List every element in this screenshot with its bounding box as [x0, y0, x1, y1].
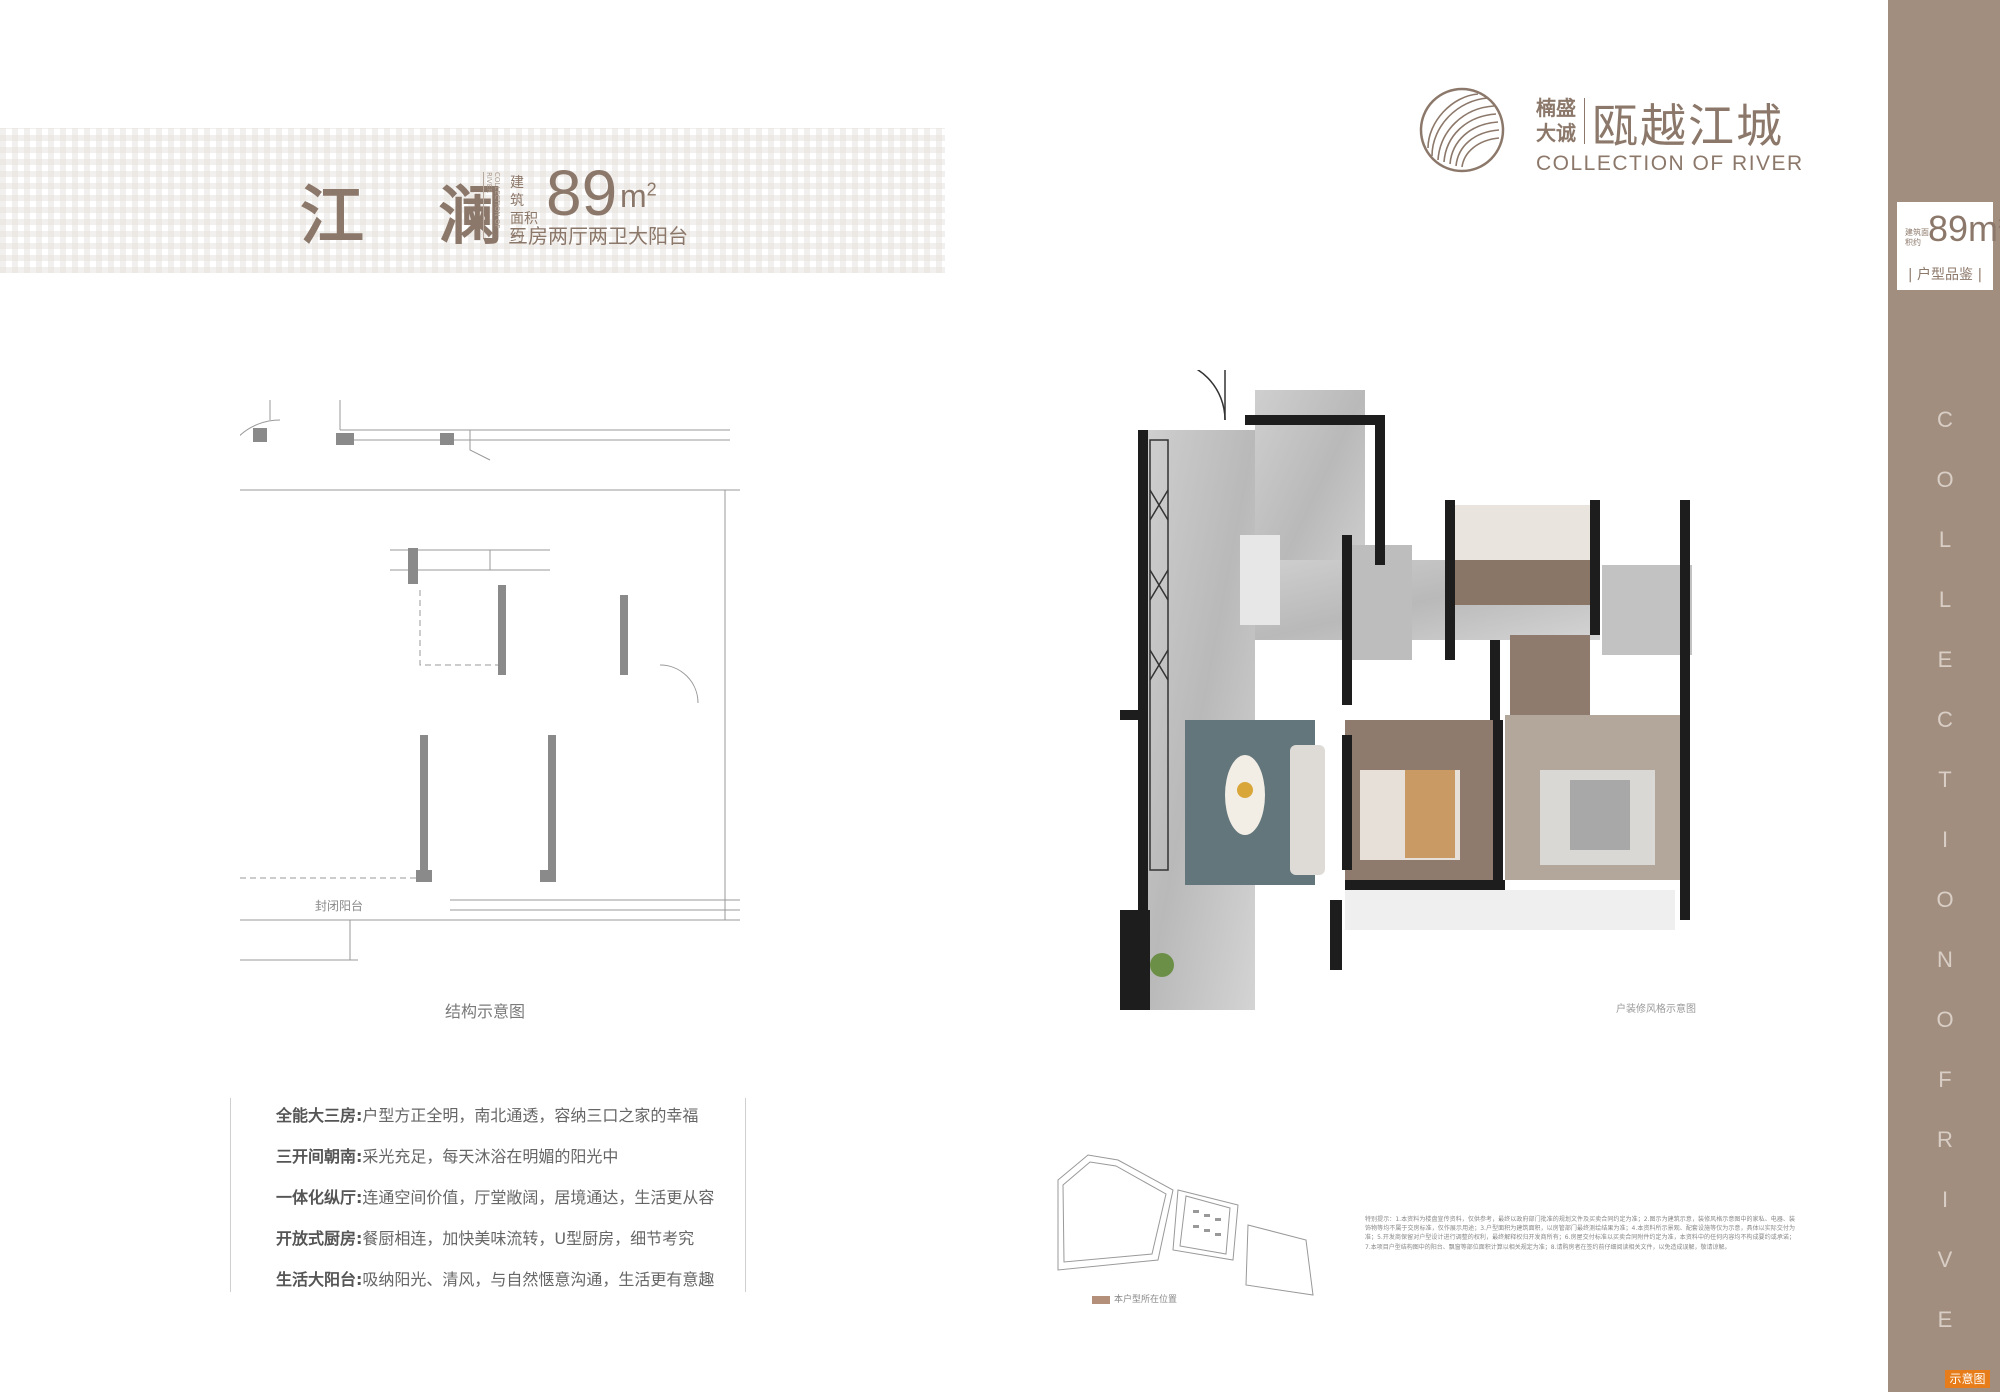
legend-swatch — [1092, 1296, 1110, 1304]
decorated-caption: 户装修风格示意图 — [1616, 1004, 1696, 1015]
area-unit: m2 — [620, 178, 657, 214]
decorated-floor-plan — [1120, 370, 1692, 1010]
features-right-divider — [745, 1098, 746, 1292]
structure-floor-plan: 封闭阳台 — [240, 400, 740, 961]
unit-description: 三房两厅两卫大阳台 — [508, 224, 688, 248]
structure-caption: 结构示意图 — [444, 1002, 525, 1021]
features-left-divider — [230, 1098, 231, 1292]
logo-english-name: COLLECTION OF RIVER — [1536, 152, 1804, 175]
feature-item: 生活大阳台:吸纳阳光、清风，与自然惬意沟通，生活更有意趣 — [276, 1270, 715, 1289]
feature-item: 三开间朝南:采光充足，每天沐浴在明媚的阳光中 — [276, 1147, 619, 1166]
area-value: 89 — [546, 157, 618, 229]
legend-text: 本户型所在位置 — [1114, 1295, 1178, 1305]
location-site-map — [1057, 1154, 1314, 1296]
feature-item: 开放式厨房:餐厨相连，加快美味流转，U型厨房，细节考究 — [276, 1229, 695, 1248]
feature-item: 全能大三房:户型方正全明，南北通透，容纳三口之家的幸福 — [276, 1106, 699, 1125]
disclaimer-text: 特别提示：1.本资料为楼盘宣传资料，仅供参考，最终以政府部门批准的规划文件及买卖… — [1365, 1216, 1795, 1251]
balcony-label: 封闭阳台 — [315, 898, 363, 913]
schematic-stamp: 示意图 — [1945, 1370, 1990, 1388]
area-label: 建 筑 面积约 — [510, 175, 538, 245]
sidebar-area-box — [1897, 202, 1993, 290]
logo-brand: 楠盛大诚 — [1536, 96, 1576, 145]
logo-divider — [1584, 98, 1585, 144]
sidebar-area-label: 建筑面积约 — [1905, 228, 1929, 247]
header-pattern-band — [0, 128, 945, 273]
unit-name: 江 澜 — [300, 179, 529, 254]
logo-project-name: 瓯越江城 — [1592, 99, 1784, 153]
feature-item: 一体化纵厅:连通空间价值，厅堂敞阔，居境通达，生活更从容 — [276, 1188, 715, 1207]
header-vertical-text: COLLECTION OF RIVER — [483, 172, 501, 238]
sidebar-caption: | 户型品鉴 | — [1907, 267, 1983, 283]
shell-logo-icon — [1419, 87, 1505, 173]
